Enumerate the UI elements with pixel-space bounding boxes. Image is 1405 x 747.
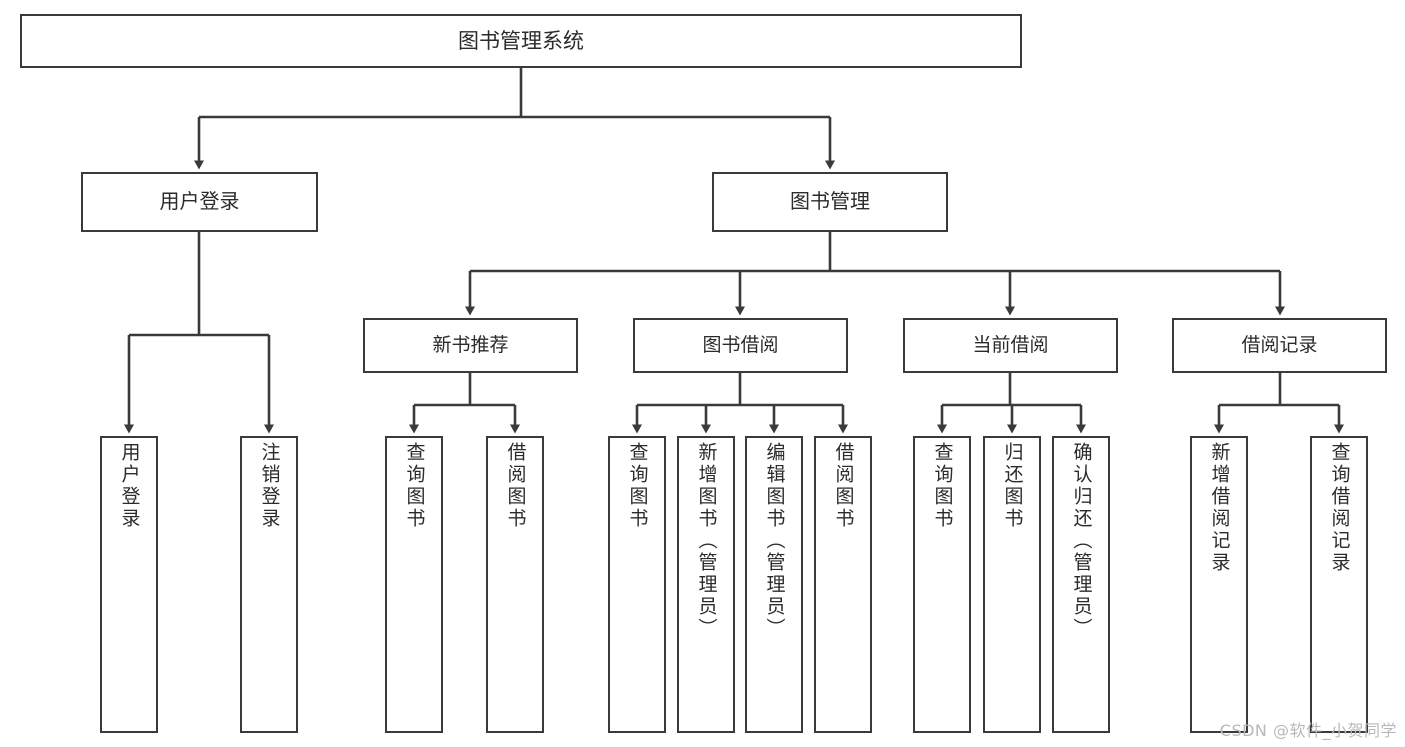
leaf-user-login-label: 用户登录 [118, 442, 141, 530]
leaf-return-book[interactable]: 归还图书 [983, 436, 1041, 733]
leaf-borrow-book[interactable]: 借阅图书 [814, 436, 872, 733]
node-book-management-label: 图书管理 [790, 189, 870, 214]
leaf-add-book-admin[interactable]: 新增图书（管理员） [677, 436, 735, 733]
leaf-query-book-newbook[interactable]: 查询图书 [385, 436, 443, 733]
node-book-borrow[interactable]: 图书借阅 [633, 318, 848, 373]
leaf-logout[interactable]: 注销登录 [240, 436, 298, 733]
leaf-return-book-label: 归还图书 [1001, 442, 1024, 530]
leaf-add-borrow-record-label: 新增借阅记录 [1208, 442, 1231, 574]
leaf-borrow-book-label: 借阅图书 [832, 442, 855, 530]
node-book-management[interactable]: 图书管理 [712, 172, 948, 232]
leaf-user-login[interactable]: 用户登录 [100, 436, 158, 733]
node-root[interactable]: 图书管理系统 [20, 14, 1022, 68]
node-user-login[interactable]: 用户登录 [81, 172, 318, 232]
leaf-edit-book-admin-label: 编辑图书（管理员） [763, 442, 786, 640]
leaf-confirm-return-admin-label: 确认归还（管理员） [1070, 442, 1093, 640]
node-new-book-recommend[interactable]: 新书推荐 [363, 318, 578, 373]
watermark: CSDN @软件_小贺同学 [1219, 721, 1397, 740]
leaf-add-book-admin-label: 新增图书（管理员） [695, 442, 718, 640]
node-borrow-record[interactable]: 借阅记录 [1172, 318, 1387, 373]
leaf-confirm-return-admin[interactable]: 确认归还（管理员） [1052, 436, 1110, 733]
node-new-book-recommend-label: 新书推荐 [432, 334, 509, 357]
leaf-borrow-book-newbook[interactable]: 借阅图书 [486, 436, 544, 733]
leaf-add-borrow-record[interactable]: 新增借阅记录 [1190, 436, 1248, 733]
node-user-login-label: 用户登录 [159, 189, 240, 214]
leaf-query-book-borrow-label: 查询图书 [626, 442, 649, 530]
node-borrow-record-label: 借阅记录 [1241, 334, 1318, 357]
node-root-label: 图书管理系统 [458, 28, 584, 53]
leaf-logout-label: 注销登录 [258, 442, 281, 530]
node-current-borrow-label: 当前借阅 [972, 334, 1049, 357]
leaf-query-book-borrow[interactable]: 查询图书 [608, 436, 666, 733]
leaf-query-book-current-label: 查询图书 [931, 442, 954, 530]
leaf-edit-book-admin[interactable]: 编辑图书（管理员） [745, 436, 803, 733]
node-current-borrow[interactable]: 当前借阅 [903, 318, 1118, 373]
leaf-query-book-current[interactable]: 查询图书 [913, 436, 971, 733]
leaf-borrow-book-newbook-label: 借阅图书 [504, 442, 527, 530]
leaf-query-book-newbook-label: 查询图书 [403, 442, 426, 530]
node-book-borrow-label: 图书借阅 [702, 334, 779, 357]
leaf-query-borrow-record[interactable]: 查询借阅记录 [1310, 436, 1368, 733]
leaf-query-borrow-record-label: 查询借阅记录 [1328, 442, 1351, 574]
